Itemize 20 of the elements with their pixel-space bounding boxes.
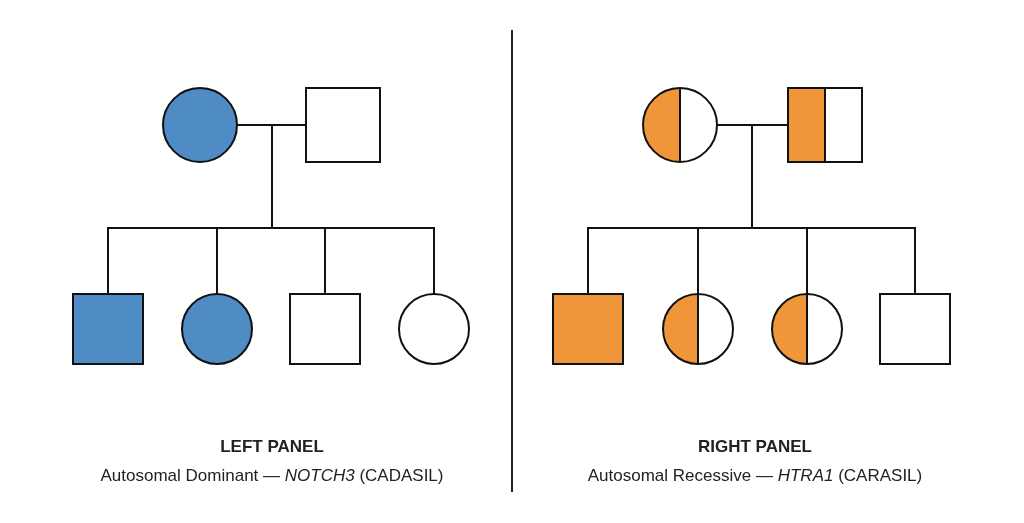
mating-line: [236, 124, 307, 126]
unaffected-male-square: [305, 87, 381, 163]
affected-female-circle: [181, 293, 253, 365]
carrier-male-square: [787, 87, 863, 163]
carrier-female-circle: [771, 293, 843, 365]
descent-line: [271, 124, 435, 295]
carrier-female-circle: [642, 87, 718, 163]
unaffected-male-square: [289, 293, 361, 365]
panel-caption: Autosomal Recessive — HTRA1 (CARASIL): [587, 466, 923, 485]
affected-male-square: [552, 293, 624, 365]
unaffected-female-circle: [398, 293, 470, 365]
panel-heading: LEFT PANEL: [220, 437, 324, 456]
affected-male-square: [72, 293, 144, 365]
panel-heading: RIGHT PANEL: [698, 437, 812, 456]
descent-line: [751, 124, 916, 295]
mating-line: [716, 124, 789, 126]
carrier-female-circle: [662, 293, 734, 365]
unaffected-male-square: [879, 293, 951, 365]
affected-female-circle: [162, 87, 238, 163]
panel-caption: Autosomal Dominant — NOTCH3 (CADASIL): [100, 466, 444, 485]
